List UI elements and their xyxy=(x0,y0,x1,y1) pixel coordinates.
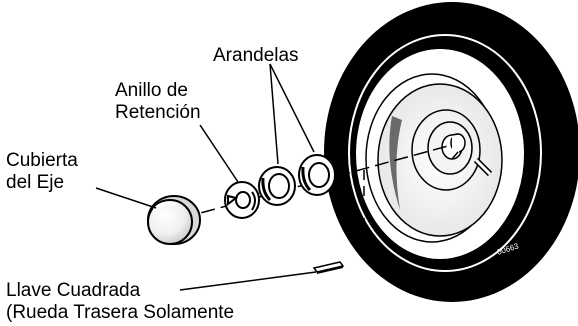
leader-anillo xyxy=(199,124,239,183)
valve-stem xyxy=(473,157,493,177)
label-cubierta: Cubierta del Eje xyxy=(6,150,78,194)
leader-lines xyxy=(95,63,317,291)
axle-cap xyxy=(147,195,201,245)
leader-arandelas-1 xyxy=(269,63,279,165)
label-anillo-line1: Anillo de xyxy=(115,80,188,101)
label-llave: Llave Cuadrada (Rueda Trasera Solamente xyxy=(6,280,234,324)
label-llave-line1: Llave Cuadrada xyxy=(6,280,141,301)
label-cubierta-line1: Cubierta xyxy=(6,150,78,171)
leader-llave xyxy=(179,271,317,291)
tire-groove xyxy=(348,34,542,272)
label-cubierta-line2: del Eje xyxy=(6,172,65,193)
label-arandelas: Arandelas xyxy=(213,45,299,67)
label-anillo-line2: Retención xyxy=(115,102,201,123)
axle-stub-body xyxy=(452,135,459,153)
hub-ring-1 xyxy=(411,109,481,191)
label-anillo: Anillo de Retención xyxy=(115,80,201,124)
leader-cubierta xyxy=(95,187,157,209)
label-arandelas-text: Arandelas xyxy=(213,45,299,66)
retaining-ring xyxy=(224,181,260,219)
washer-2 xyxy=(298,154,336,196)
hub-shadow xyxy=(389,116,402,210)
washer-1 xyxy=(258,166,296,206)
wheel xyxy=(324,2,578,302)
square-key xyxy=(312,261,345,274)
label-llave-line2: (Rueda Trasera Solamente xyxy=(6,302,235,323)
leader-arandelas-2 xyxy=(269,63,315,153)
